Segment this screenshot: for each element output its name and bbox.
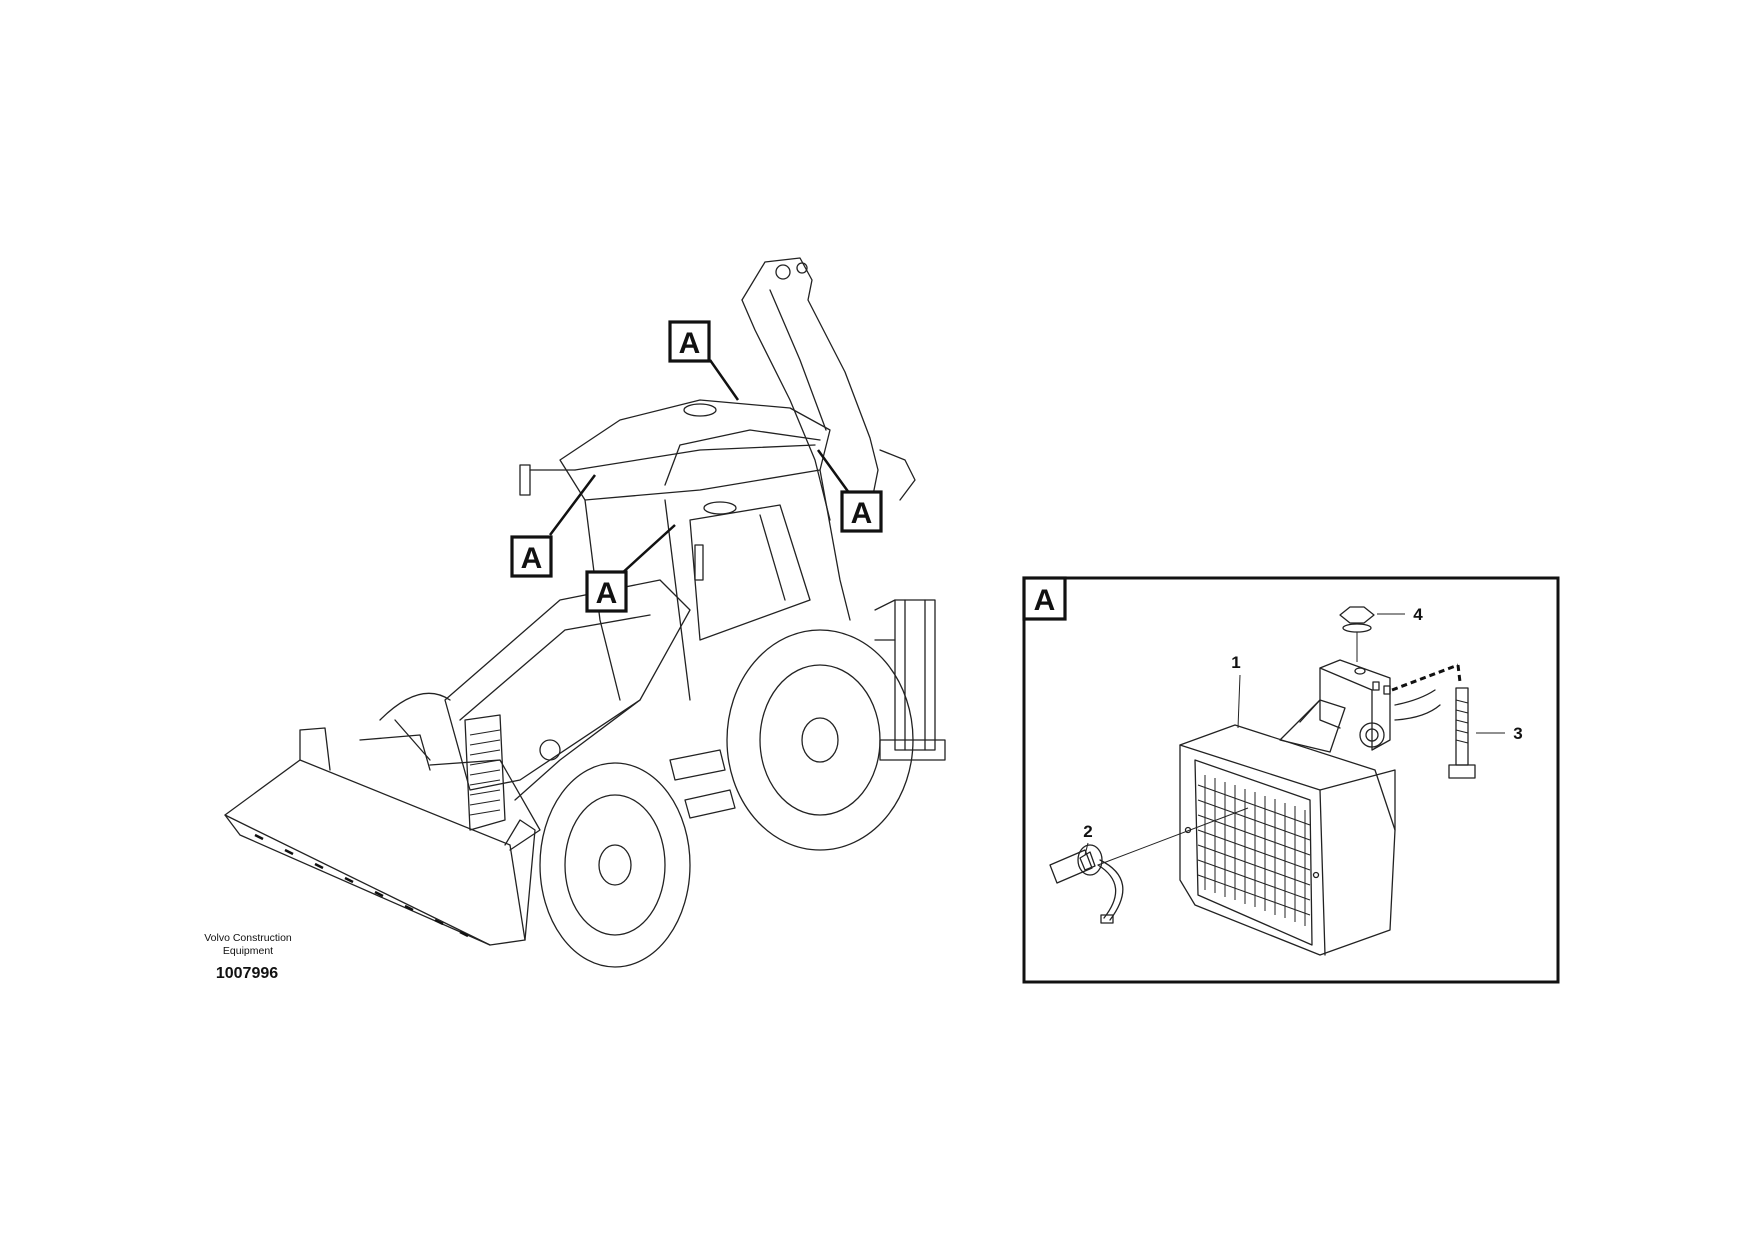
bolt <box>1448 687 1476 779</box>
nut <box>1339 606 1375 662</box>
backhoe-loader-illustration <box>224 257 946 968</box>
item-number-3: 3 <box>1513 724 1522 743</box>
bulb <box>1049 844 1124 924</box>
item-number-2: 2 <box>1083 822 1092 841</box>
item-leaders <box>1084 613 1505 866</box>
callout-a-roof-top: A <box>668 320 711 363</box>
detail-panel: A <box>1022 576 1560 984</box>
item-number-1: 1 <box>1231 653 1240 672</box>
drawing-number: 1007996 <box>216 965 278 982</box>
callout-a-roof-right: A <box>840 490 883 533</box>
callout-label: A <box>851 497 873 530</box>
brand-line-1: Volvo Construction <box>204 932 292 944</box>
callout-label: A <box>521 542 543 575</box>
callout-label: A <box>596 577 618 610</box>
callout-label: A <box>679 327 701 360</box>
callout-leaders <box>549 359 862 576</box>
work-lamp <box>1179 724 1396 956</box>
item-number-4: 4 <box>1413 605 1423 624</box>
footer: Volvo Construction Equipment 1007996 <box>204 932 292 982</box>
detail-label: A <box>1034 584 1056 617</box>
brand-line-2: Equipment <box>223 945 273 957</box>
callout-a-left-rear: A <box>510 535 553 578</box>
callout-a-left-front: A <box>585 570 628 613</box>
mounting-bracket <box>1279 659 1441 753</box>
bolt-axis <box>1391 663 1459 692</box>
